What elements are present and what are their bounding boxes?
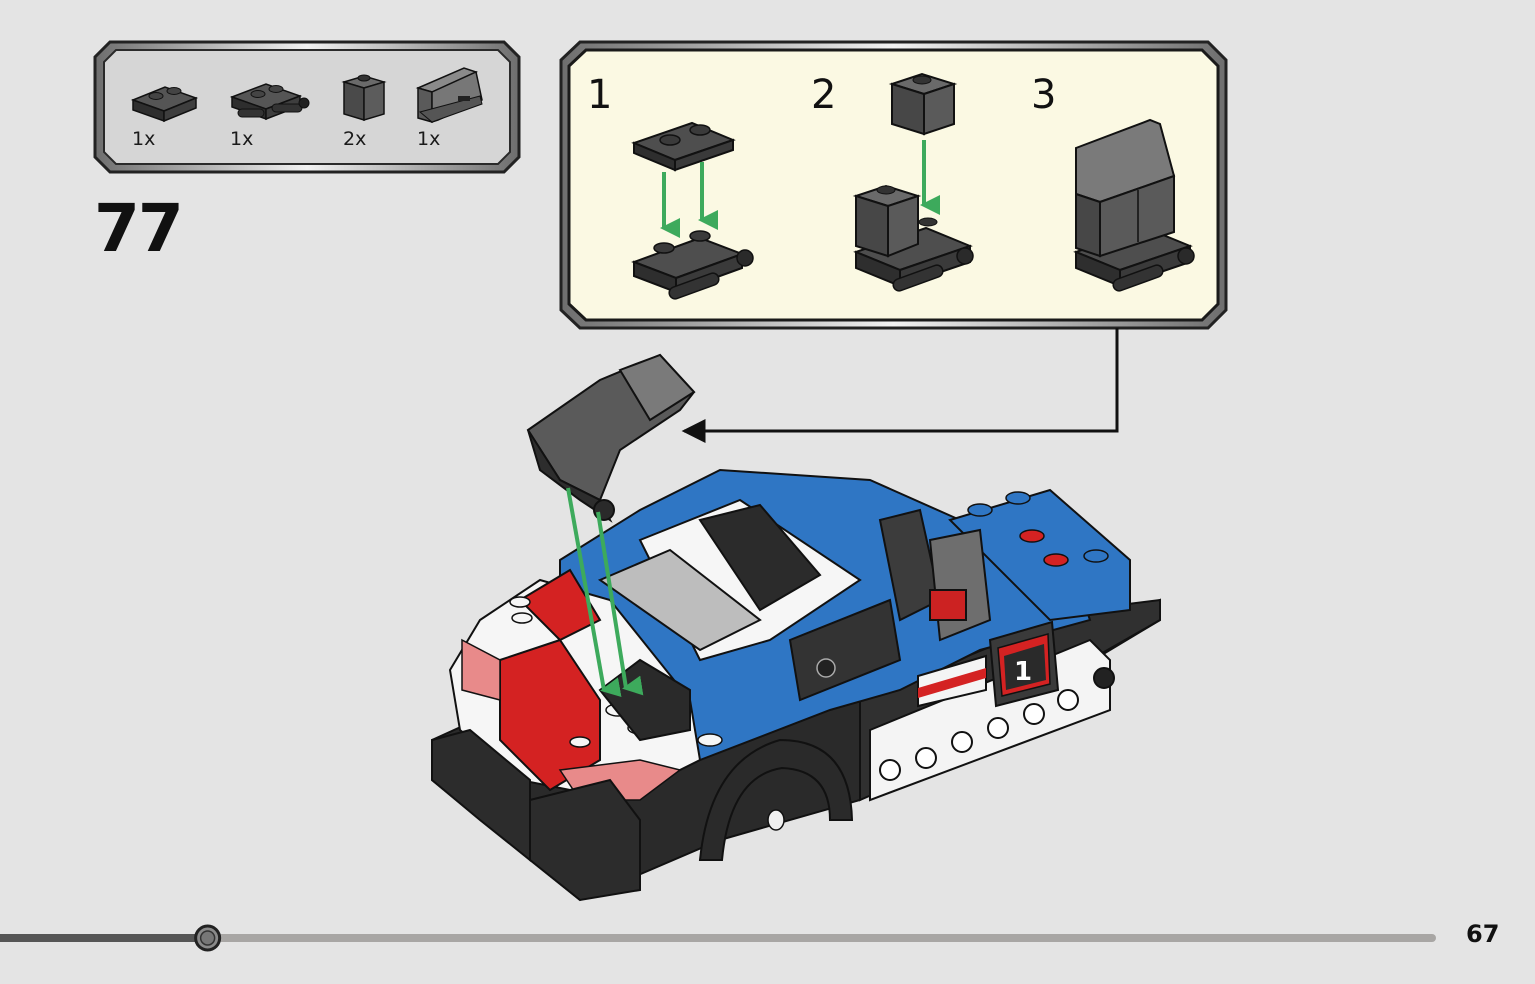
windscreen-trans-black-icon: [415, 67, 483, 124]
part-qty-4: 1x: [417, 128, 441, 150]
callout-connector-arrow: [681, 328, 1119, 443]
sub-step-2-illustration: [852, 72, 974, 292]
svg-text:1: 1: [1014, 657, 1032, 687]
part-qty-3: 2x: [343, 128, 367, 150]
sub-step-number-3: 3: [1031, 72, 1057, 118]
plate-1x2-dark-gray-icon: [130, 86, 199, 123]
sub-step-number-2: 2: [811, 72, 837, 118]
plate-with-wheels-dark-gray-icon: [229, 83, 310, 121]
step-number: 77: [94, 190, 184, 267]
sub-step-number-1: 1: [587, 72, 613, 118]
progress-bar: [0, 924, 1436, 952]
part-qty-2: 1x: [230, 128, 254, 150]
part-qty-1: 1x: [132, 128, 156, 150]
sub-step-1-illustration: [631, 121, 754, 300]
car-model-illustration: 1: [431, 353, 1161, 902]
sub-step-3-illustration: [1073, 118, 1195, 292]
brick-1x1-trans-black-icon: [341, 74, 387, 122]
page-number: 67: [1466, 920, 1500, 948]
